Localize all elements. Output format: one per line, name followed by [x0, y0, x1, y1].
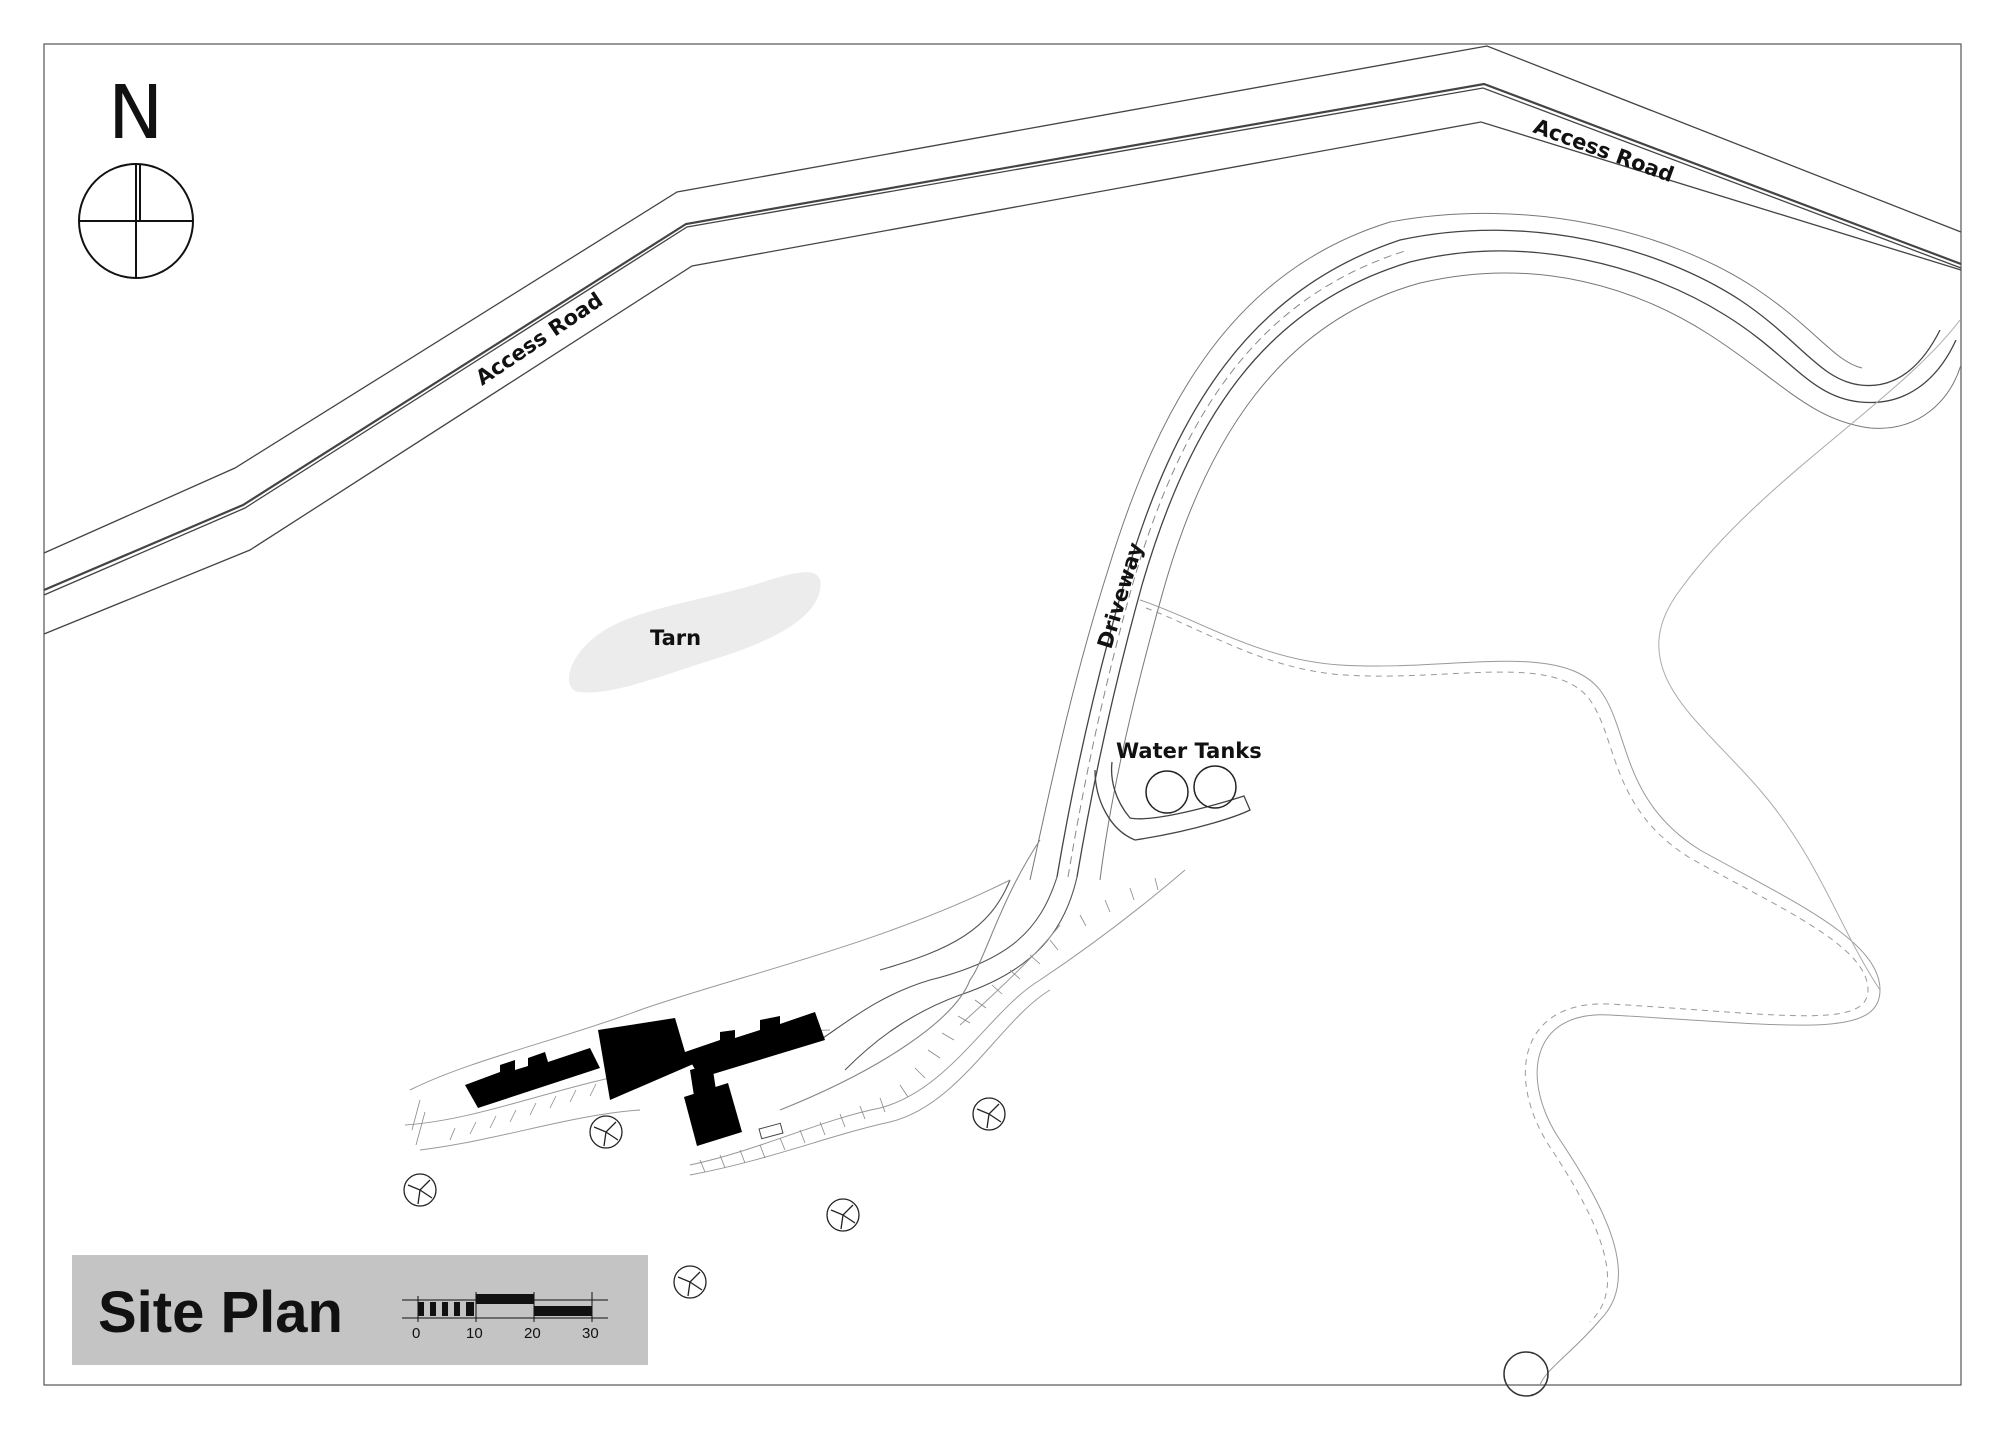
- access-road: [43, 45, 1962, 635]
- tree-icon: [589, 1115, 623, 1149]
- track-end-marker: [1503, 1351, 1549, 1397]
- scale-bar: 0 10 20 30: [402, 1292, 608, 1342]
- house-deck: [758, 1122, 784, 1140]
- scale-tick-10: 10: [466, 1325, 483, 1342]
- batter-hatching: [411, 877, 1159, 1173]
- house-west-wing: [465, 1048, 600, 1108]
- scale-tick-20: 20: [524, 1325, 541, 1342]
- house-east-wing: [685, 1012, 825, 1078]
- tree-icon: [826, 1198, 860, 1232]
- water-tank-2: [1193, 765, 1237, 809]
- access-road-label-west: Access Road: [471, 288, 607, 390]
- drawing-title: Site Plan: [98, 1280, 343, 1345]
- tree-icon: [972, 1097, 1006, 1131]
- house-central-block: [598, 1018, 700, 1100]
- water-tanks: [1145, 765, 1237, 814]
- house-south-block: [684, 1083, 742, 1146]
- house-connector: [690, 1064, 716, 1096]
- walking-track: [1139, 319, 1961, 1386]
- access-road-label-east: Access Road: [1530, 114, 1677, 187]
- house-footprint: [465, 1012, 825, 1146]
- scale-tick-0: 0: [412, 1325, 420, 1342]
- title-block: Site Plan 0 10 20 30: [72, 1255, 648, 1365]
- driveway-lower: [779, 839, 1078, 1111]
- sheet-border: [43, 43, 1962, 1386]
- tarn: [568, 572, 821, 693]
- tarn-label: Tarn: [650, 626, 701, 650]
- tree-icon: [403, 1173, 437, 1207]
- water-tank-1: [1145, 770, 1189, 814]
- trees: [403, 1097, 1006, 1299]
- scale-tick-30: 30: [582, 1325, 599, 1342]
- tree-icon: [673, 1265, 707, 1299]
- north-label: N: [108, 70, 163, 156]
- north-arrow: N: [78, 70, 194, 279]
- driveway: [1029, 212, 1962, 881]
- water-tanks-label: Water Tanks: [1116, 739, 1262, 763]
- water-tank-path: [1094, 761, 1251, 841]
